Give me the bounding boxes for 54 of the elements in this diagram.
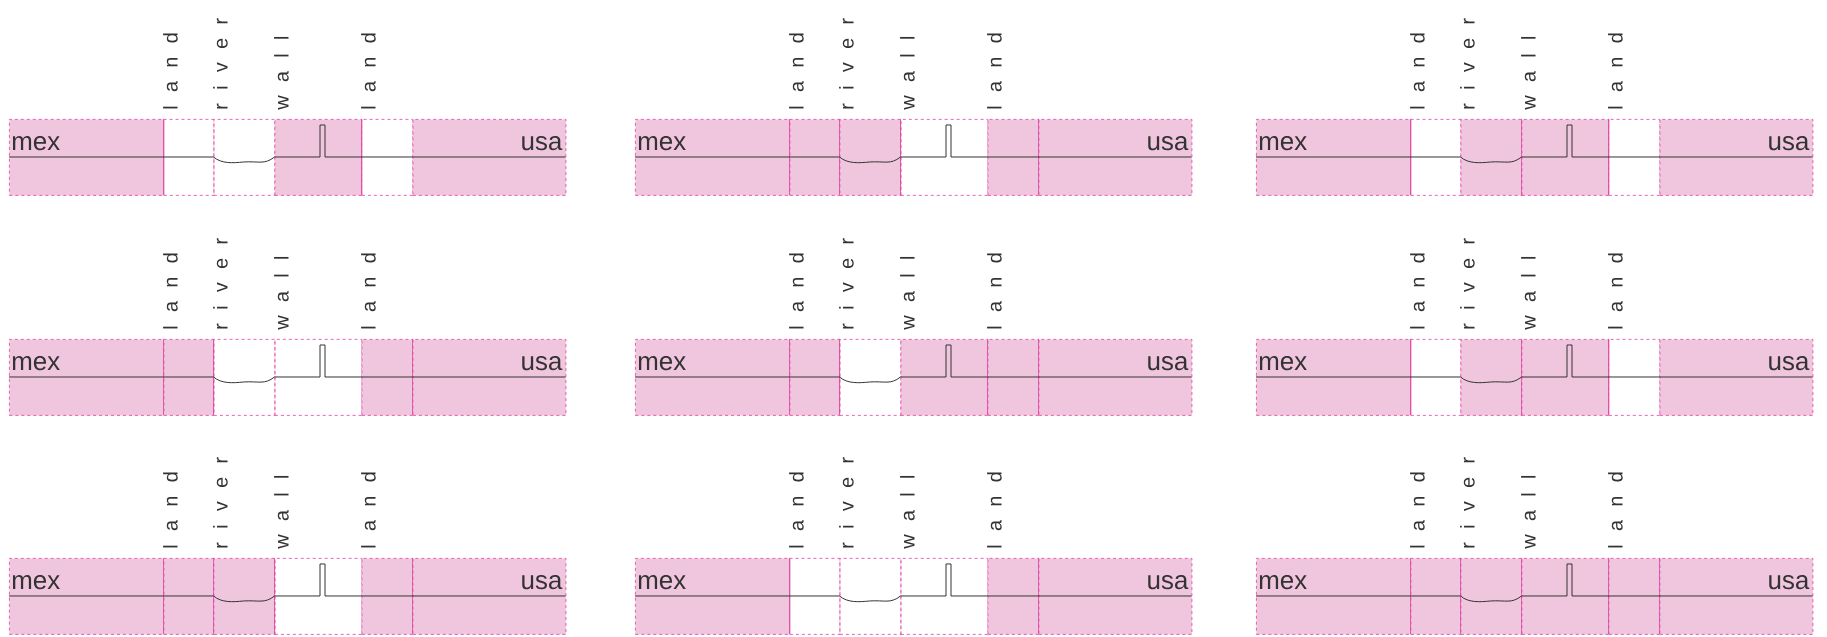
region-label: mex [12, 356, 60, 371]
segment-label: l a n d [987, 472, 1002, 548]
segment-label: l a n d [163, 33, 178, 109]
segment-label: l a n d [789, 33, 804, 109]
segment-label: w a l l [900, 256, 915, 330]
segment-label: w a l l [900, 475, 915, 549]
region-label: usa [1148, 356, 1189, 371]
segment-label: l a n d [1410, 33, 1425, 109]
segment-label: r i v e r [839, 18, 854, 109]
region-label: usa [1769, 575, 1810, 590]
segment-label: r i v e r [213, 18, 228, 109]
segment-label: r i v e r [1460, 18, 1475, 109]
region-label: mex [638, 356, 686, 371]
segment-label: r i v e r [213, 457, 228, 548]
segment-label: w a l l [1521, 475, 1536, 549]
segment-label: l a n d [361, 253, 376, 329]
segment-label: l a n d [163, 253, 178, 329]
segment-label: l a n d [1608, 253, 1623, 329]
segment-label: w a l l [274, 256, 289, 330]
segment-label: r i v e r [839, 457, 854, 548]
segment-label: r i v e r [213, 238, 228, 329]
region-label: usa [522, 136, 563, 151]
region-label: mex [638, 575, 686, 590]
segment-label: r i v e r [839, 238, 854, 329]
segment-label: l a n d [987, 33, 1002, 109]
segment-label: l a n d [987, 253, 1002, 329]
segment-label: l a n d [361, 472, 376, 548]
segment-label: l a n d [1410, 253, 1425, 329]
region-label: mex [1259, 575, 1307, 590]
segment-label: r i v e r [1460, 238, 1475, 329]
segment-label: w a l l [900, 36, 915, 110]
segment-label: l a n d [1608, 33, 1623, 109]
segment-label: l a n d [163, 472, 178, 548]
region-label: usa [1769, 356, 1810, 371]
segment-label: r i v e r [1460, 457, 1475, 548]
region-label: usa [522, 575, 563, 590]
segment-label: w a l l [274, 475, 289, 549]
region-label: mex [1259, 356, 1307, 371]
segment-label: l a n d [789, 253, 804, 329]
segment-label: w a l l [1521, 256, 1536, 330]
region-label: usa [522, 356, 563, 371]
region-label: mex [12, 575, 60, 590]
region-label: mex [1259, 136, 1307, 151]
region-label: usa [1148, 575, 1189, 590]
segment-label: w a l l [1521, 36, 1536, 110]
segment-label: l a n d [789, 472, 804, 548]
region-label: usa [1769, 136, 1810, 151]
region-label: mex [12, 136, 60, 151]
segment-label: l a n d [1608, 472, 1623, 548]
segment-label: l a n d [1410, 472, 1425, 548]
region-label: usa [1148, 136, 1189, 151]
segment-label: w a l l [274, 36, 289, 110]
segment-label: l a n d [361, 33, 376, 109]
region-label: mex [638, 136, 686, 151]
